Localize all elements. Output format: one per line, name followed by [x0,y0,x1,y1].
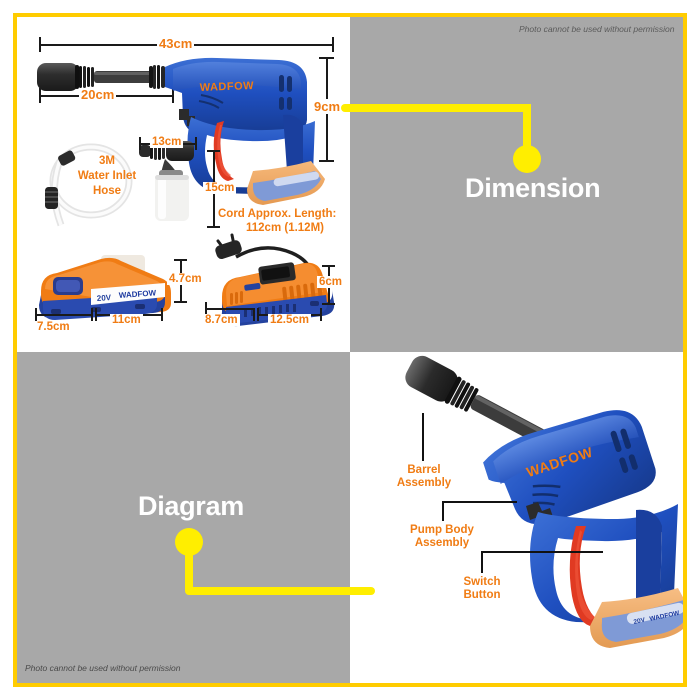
tick-15cm-top [207,150,220,152]
label-43cm: 43cm [157,36,195,51]
tick-11cm-left [95,308,97,321]
rule-8-7cm [205,308,255,310]
diagram-artwork-panel: WADFOW [350,352,683,683]
svg-text:20V: 20V [97,293,112,303]
callout-switch-line-1: Switch [463,576,501,588]
callout-switch-line-2: Button [463,589,501,601]
tick-9cm-bottom [319,160,334,162]
hose-label-line-1: 3M [99,155,115,167]
battery-pack-art: 20V WADFOW [35,251,175,323]
pressure-washer-diagram-art: WADFOW [370,355,683,660]
watermark-top-right: Photo cannot be used without permission [519,24,675,34]
tick-6cm-bottom [322,303,335,305]
tick-8-7cm-right [253,308,255,321]
dimension-connector-horizontal [341,104,531,112]
tick-43cm-left [39,37,41,52]
callout-barrel-assembly: Barrel Assembly [378,464,470,490]
svg-text:WADFOW: WADFOW [200,80,255,94]
tick-20cm-left [39,88,41,103]
tick-43cm-right [332,37,334,52]
tick-4-7cm-bottom [174,301,187,303]
label-20cm: 20cm [79,87,117,102]
leader-pump-body-v [442,501,444,521]
label-8-7cm: 8.7cm [203,314,240,326]
leader-switch-button-h [481,551,603,553]
tick-7-5cm-left [35,308,37,321]
label-6cm: 6cm [317,276,345,288]
diagram-connector-vertical [185,543,193,591]
dimension-connector-vertical [523,104,531,158]
hose-label-line-3: Hose [92,185,122,197]
tick-20cm-right [172,88,174,103]
dimension-artwork-panel: 43cm 20cm 9cm [17,17,350,352]
diagram-section-title: Diagram [138,491,244,521]
tick-8-7cm-left [205,302,207,315]
label-9cm: 9cm [312,99,343,114]
foam-bottle-art [131,137,211,227]
dimension-section-title: Dimension [465,173,601,203]
tick-13cm-right [195,137,197,150]
leader-switch-button-v [481,551,483,573]
label-15cm: 15cm [203,182,237,194]
tick-6cm-top [322,265,335,267]
tick-12-5cm-right [320,308,322,321]
leader-barrel-assembly [422,413,424,461]
cord-length-line-1: Cord Approx. Length: [218,208,337,220]
dimension-title-panel [350,17,683,352]
water-inlet-hose-art [35,135,145,235]
leader-pump-body-h [442,501,517,503]
tick-4-7cm-top [174,259,187,261]
diagram-title-panel [17,352,350,683]
tick-9cm-top [319,57,334,59]
diagram-connector-horizontal [185,587,375,595]
callout-pump-line-1: Pump Body [410,524,474,536]
callout-switch-button: Switch Button [436,576,528,602]
watermark-bottom-left: Photo cannot be used without permission [25,663,181,673]
callout-pump-line-2: Assembly [414,537,470,549]
label-11cm: 11cm [110,314,143,326]
tick-12-5cm-left [257,308,259,321]
callout-barrel-line-2: Assembly [396,477,452,489]
tick-11cm-right [161,308,163,321]
label-13cm: 13cm [150,136,184,148]
label-12-5cm: 12.5cm [268,314,312,326]
callout-pump-body-assembly: Pump Body Assembly [382,524,502,550]
callout-barrel-line-1: Barrel [407,464,441,476]
cord-length-line-2: 112cm (1.12M) [246,222,324,234]
label-7-5cm: 7.5cm [35,321,72,333]
dimension-connector-dot [513,145,541,173]
svg-text:WADFOW: WADFOW [119,288,157,300]
pressure-washer-gun-art: WADFOW [31,43,341,205]
tick-15cm-bottom [207,226,220,228]
svg-text:20V: 20V [633,617,646,626]
tick-13cm-left [139,137,141,150]
label-4-7cm: 4.7cm [167,273,204,285]
hose-label-line-2: Water Inlet [77,170,137,182]
tick-7-5cm-right [91,308,93,321]
rule-7-5cm [35,314,93,316]
